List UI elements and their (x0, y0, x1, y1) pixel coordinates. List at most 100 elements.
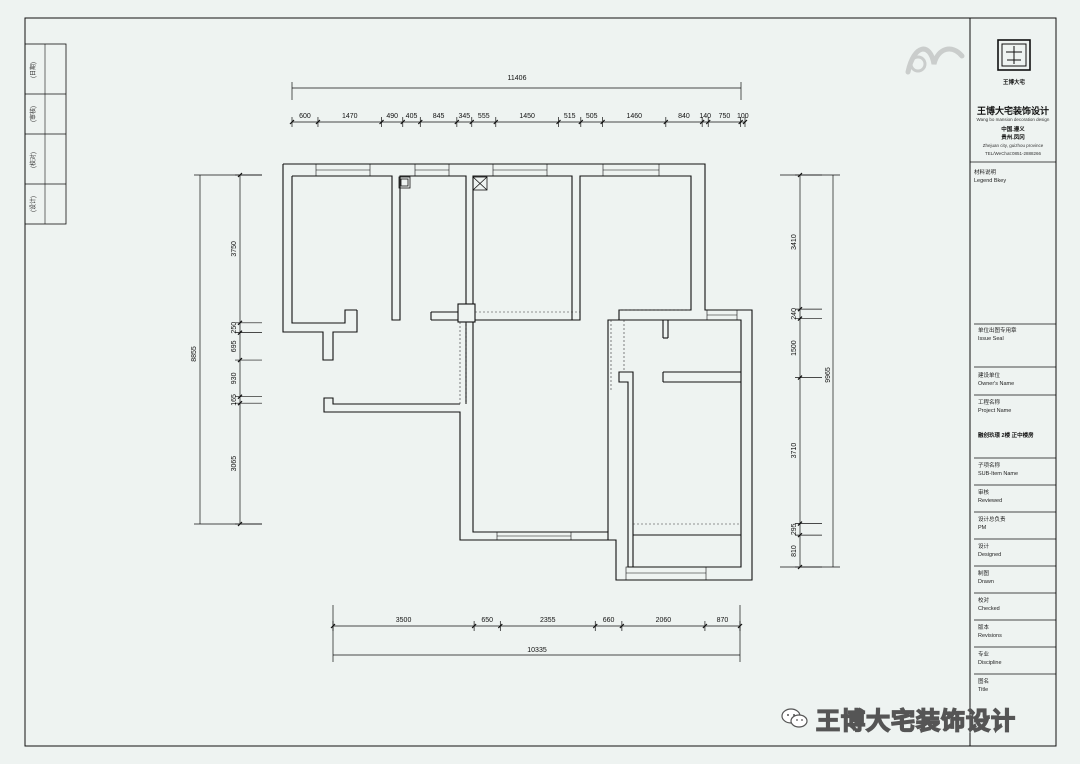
dimension-bottom (330, 605, 743, 662)
company-name-en: Wang bo mansion decoration design (977, 117, 1050, 122)
discipline-cn: 专业 (978, 650, 990, 658)
dim-left-slash (237, 394, 243, 400)
dim-bottom-slash (737, 623, 743, 629)
dim-right-slash (797, 172, 803, 178)
dim-right-label: 3410 (791, 234, 798, 250)
dim-left-slash (237, 320, 243, 326)
dim-top-label: 1470 (342, 113, 358, 120)
designed-cn: 设计 (978, 542, 990, 550)
title-cn: 图名 (978, 677, 989, 685)
dim-bottom-slash (497, 623, 503, 629)
dim-left-overall: 8855 (191, 346, 198, 362)
dim-top-label: 405 (406, 113, 418, 120)
dim-top-label: 345 (458, 113, 470, 120)
dim-right-label: 1500 (791, 340, 798, 356)
project-value: 融创玖璟 2楼 正中楼房 (978, 431, 1034, 439)
tel: TEL/WeChat:0851-2888266 (985, 151, 1041, 156)
legend-label-en: Legend Bkey (974, 178, 1006, 184)
wechat-watermark: 王博大宅装饰设计 (780, 700, 1050, 736)
dim-bottom-label: 660 (603, 617, 615, 624)
left-tab-review: (审核) (29, 106, 37, 122)
reviewed-cn: 审核 (978, 488, 990, 496)
issue-seal-en: Issue Seal (978, 336, 1004, 342)
title-en: Title (978, 687, 988, 693)
dim-bottom-slash (471, 623, 477, 629)
left-tab-check: (校对) (29, 152, 37, 168)
dim-left-slash (237, 400, 243, 406)
dim-top-label: 490 (386, 113, 398, 120)
designed-en: Designed (978, 552, 1001, 558)
outer-wall-left (282, 164, 358, 361)
dim-left-label: 3750 (231, 241, 238, 257)
revisions-cn: 版本 (978, 623, 990, 631)
structural-column (457, 303, 476, 323)
dim-left-label: 165 (231, 394, 238, 406)
dim-top-slash (379, 119, 384, 125)
checked-cn: 校对 (978, 596, 990, 604)
dim-bottom-overall: 10335 (527, 647, 547, 654)
dimension-right (780, 172, 840, 570)
dim-top-slash (742, 119, 748, 125)
owner-en: Owner's Name (978, 381, 1014, 387)
dim-top-slash (738, 119, 744, 125)
dim-left-slash (237, 521, 243, 527)
brush-watermark (900, 34, 970, 84)
project-cn: 工程名称 (978, 398, 1001, 406)
dim-top-label: 505 (586, 113, 598, 120)
project-en: Project Name (978, 408, 1011, 414)
duct-shaft-1 (398, 176, 411, 189)
owner-cn: 建设单位 (978, 371, 1001, 379)
dim-top-label: 140 (699, 113, 711, 120)
sub-item-cn: 子项名称 (978, 461, 1001, 469)
title-block: 王博大宅 王博大宅装饰设计 Wang bo mansion decoration… (969, 17, 1057, 747)
dimension-top (289, 82, 748, 127)
dim-left-slash (237, 357, 243, 363)
dashed-openings (459, 309, 741, 525)
dim-right-slash (797, 316, 803, 322)
dim-top-slash (315, 119, 321, 125)
discipline-en: Discipline (978, 660, 1002, 666)
dim-left-label: 3065 (231, 456, 238, 472)
address-en: Zhejuan city, guizhou province (983, 143, 1044, 148)
company-name-cn: 王博大宅装饰设计 (977, 105, 1049, 116)
dim-top-slash (493, 119, 499, 125)
dim-right-label: 295 (791, 523, 798, 535)
dim-top-slash (469, 119, 475, 125)
floor-plan (282, 163, 753, 581)
reviewed-en: Reviewed (978, 498, 1002, 504)
dim-bottom-slash (702, 623, 708, 629)
dim-left-label: 930 (231, 372, 238, 384)
watermark-text: 王博大宅装饰设计 (815, 706, 1016, 735)
dim-top-label: 1460 (626, 113, 642, 120)
dim-top-slash (556, 119, 561, 125)
dim-bottom-label: 2060 (656, 617, 672, 624)
dim-top-label: 100 (737, 113, 749, 120)
dim-right-overall: 9965 (825, 367, 832, 383)
outer-wall-inner (291, 176, 357, 324)
revisions-en: Revisions (978, 633, 1002, 639)
logo-text: 王博大宅 (1003, 78, 1026, 86)
dim-top-slash (600, 119, 606, 125)
sheet-frame (24, 17, 1057, 747)
dim-right-slash (797, 521, 803, 526)
dim-right-slash (797, 306, 803, 312)
dim-left-label: 695 (231, 340, 238, 352)
duct-shaft-2 (472, 176, 488, 191)
dim-right-slash (797, 375, 803, 381)
dim-top-slash (400, 119, 406, 125)
dim-right-label: 3710 (791, 443, 798, 459)
dim-left-slash (237, 172, 243, 178)
drawn-en: Drawn (978, 579, 994, 585)
dim-left-slash (237, 330, 243, 336)
dim-right-slash (797, 532, 803, 538)
wechat-icon (781, 708, 808, 728)
sub-item-en: SUB-Item Name (978, 471, 1018, 477)
pm-cn: 设计总负责 (978, 515, 1006, 523)
dim-top-label: 515 (564, 113, 576, 120)
dim-bottom-label: 650 (481, 617, 493, 624)
dim-bottom-slash (592, 623, 598, 629)
dimension-left (194, 172, 262, 527)
legend-label-cn: 材料说明 (974, 168, 997, 176)
dim-bottom-slash (330, 623, 336, 629)
